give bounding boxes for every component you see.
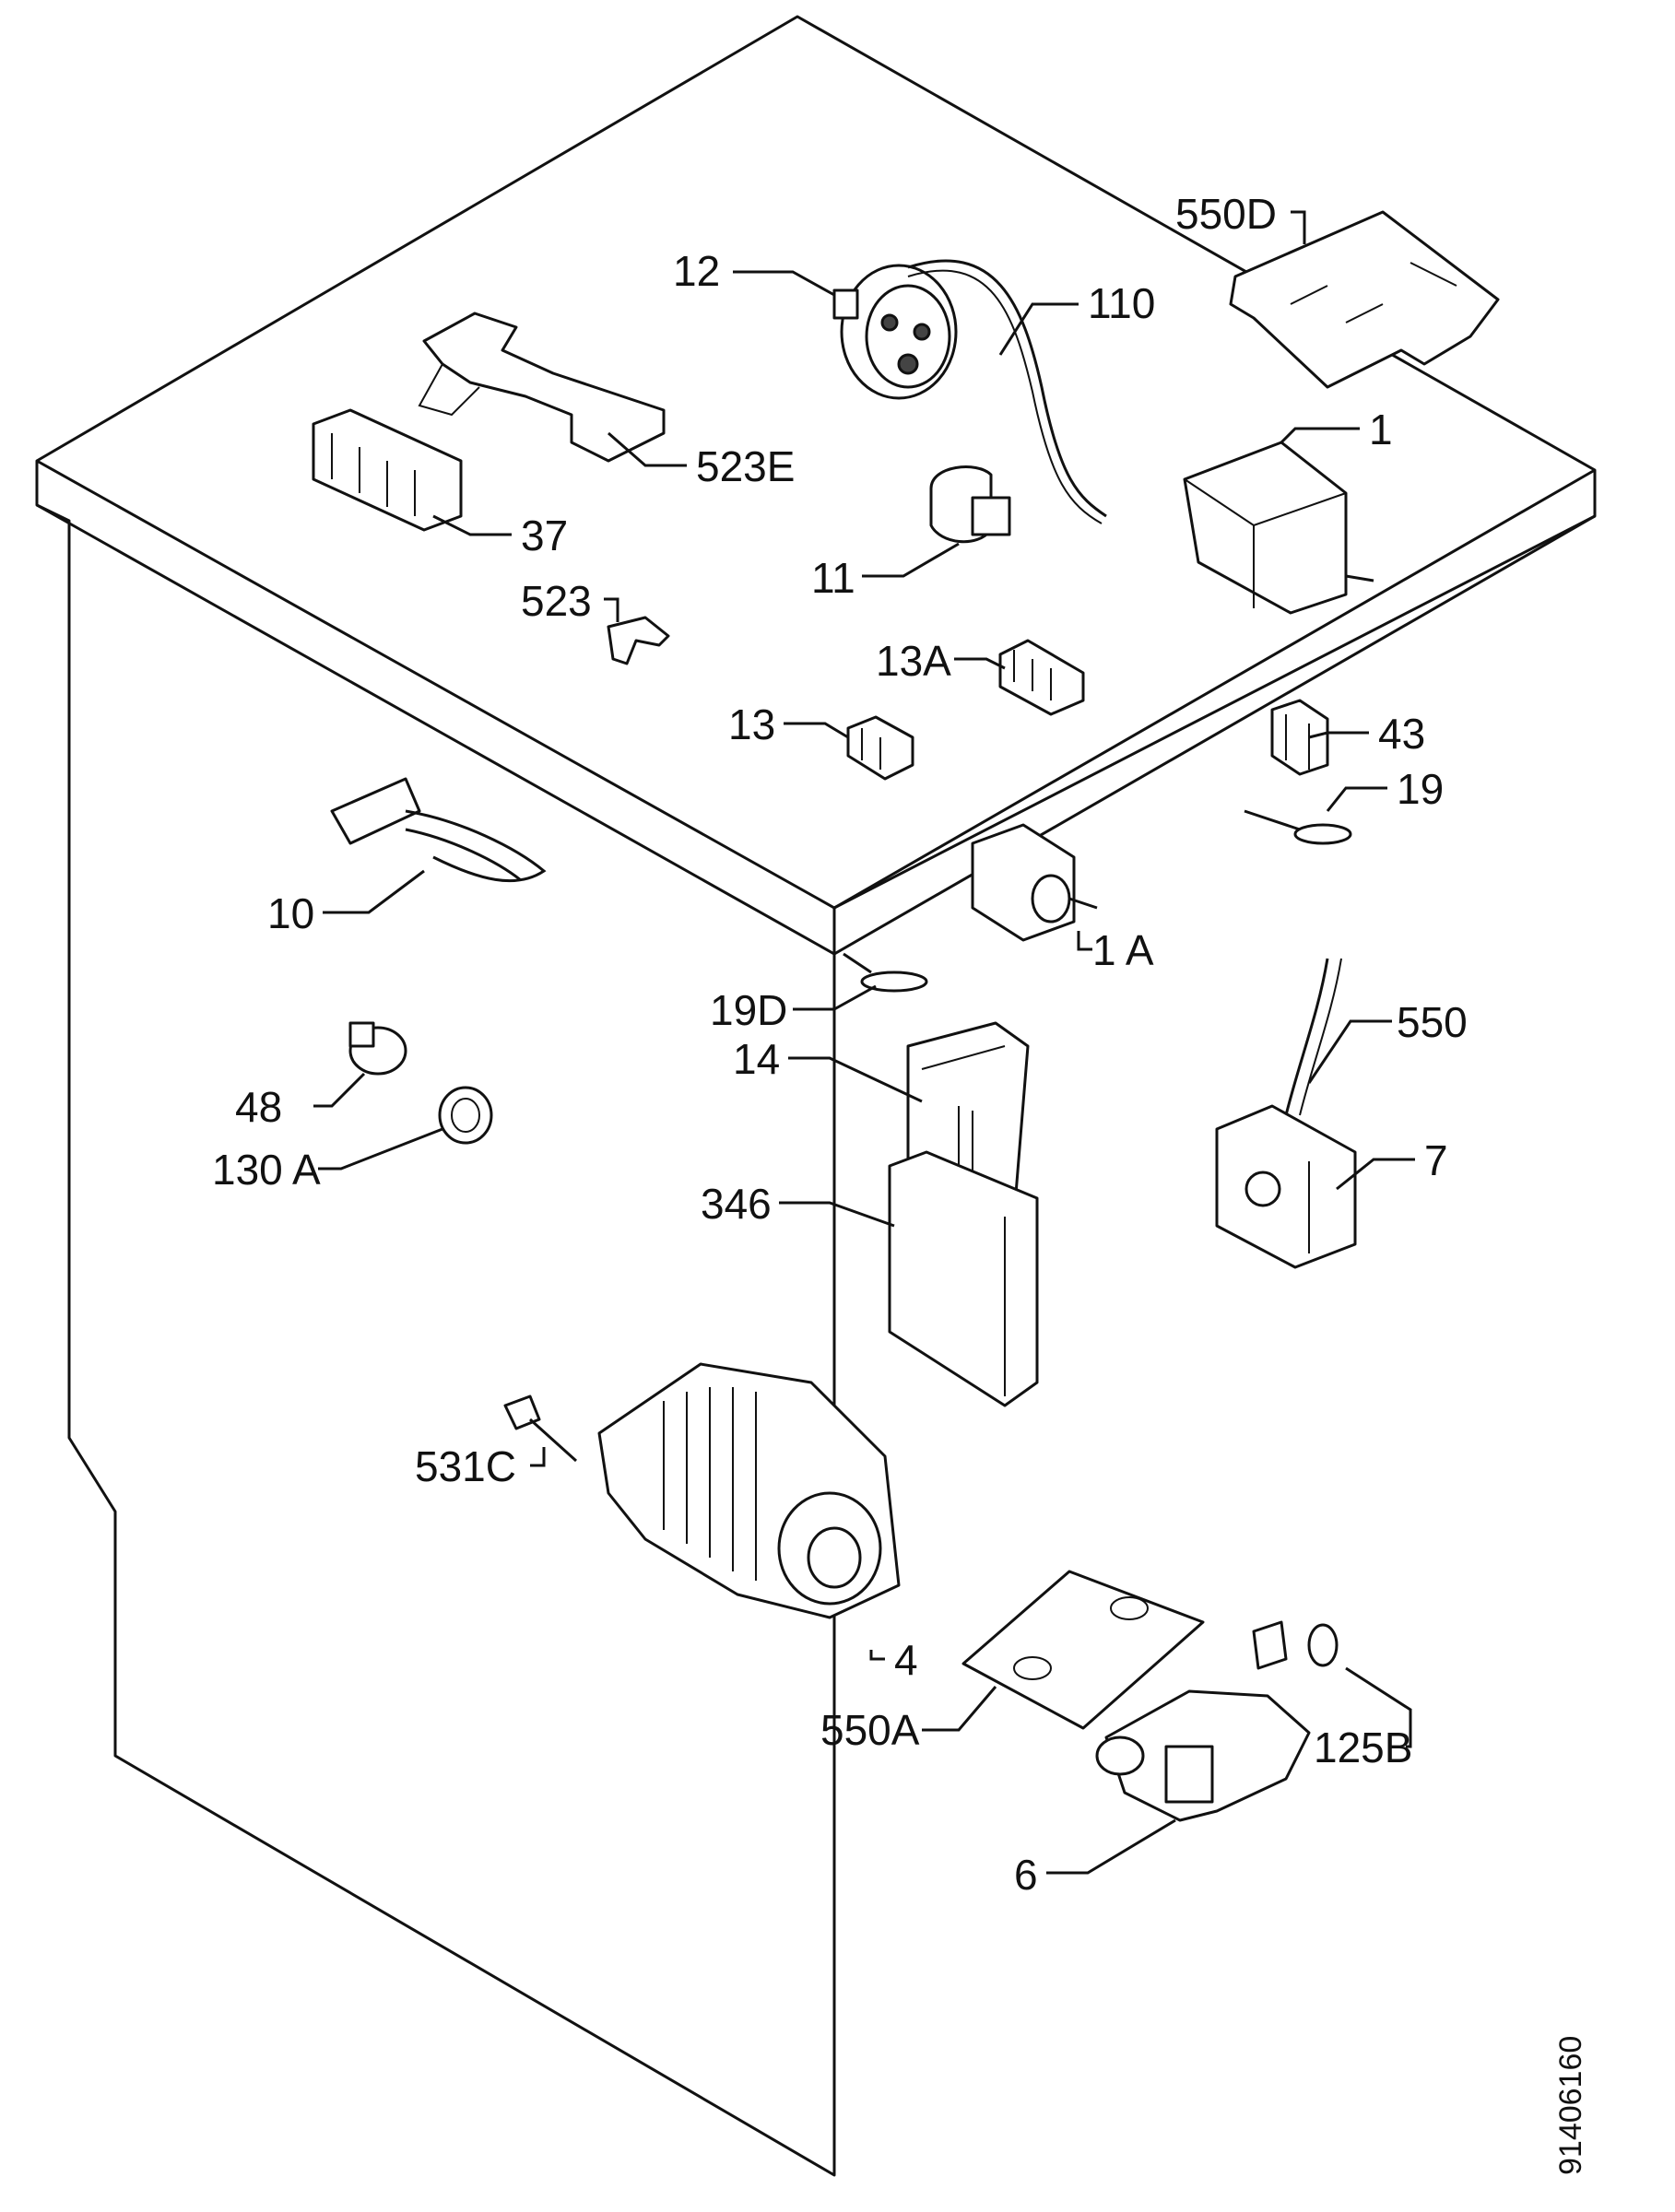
label-12: 12 bbox=[673, 247, 720, 295]
label-550A: 550A bbox=[820, 1706, 920, 1754]
label-523E: 523E bbox=[696, 442, 795, 490]
label-7: 7 bbox=[1424, 1136, 1448, 1184]
label-346: 346 bbox=[701, 1180, 772, 1228]
plate-550D bbox=[1229, 210, 1500, 389]
label-531C: 531C bbox=[415, 1442, 516, 1490]
wiring-550 bbox=[1284, 958, 1342, 1116]
sensor-19D bbox=[843, 952, 928, 993]
leader-lines bbox=[313, 210, 1415, 1875]
bolt-531C bbox=[503, 1394, 578, 1463]
block-550A bbox=[961, 1570, 1205, 1730]
label-48: 48 bbox=[235, 1083, 282, 1131]
label-19: 19 bbox=[1397, 765, 1444, 813]
label-1A: 1 A bbox=[1092, 926, 1154, 974]
heater-10 bbox=[330, 777, 547, 883]
bracket-523E bbox=[418, 312, 666, 463]
document-number: 91406160 bbox=[1553, 2036, 1588, 2175]
label-110: 110 bbox=[1088, 279, 1155, 327]
terminal-block-37 bbox=[312, 408, 463, 532]
label-6: 6 bbox=[1014, 1851, 1038, 1899]
connector-13 bbox=[846, 715, 914, 781]
label-4: 4 bbox=[894, 1636, 918, 1684]
label-19D: 19D bbox=[710, 986, 787, 1034]
part-48 bbox=[348, 1021, 407, 1076]
capacitor-11 bbox=[929, 465, 1011, 544]
housing-346 bbox=[888, 1150, 1039, 1407]
seal-125B bbox=[1307, 1623, 1339, 1667]
label-130A: 130 A bbox=[212, 1146, 321, 1194]
label-14: 14 bbox=[733, 1035, 780, 1083]
pressure-switch-12 bbox=[832, 264, 958, 400]
motor-4 bbox=[597, 1362, 901, 1619]
label-125B: 125B bbox=[1314, 1724, 1412, 1771]
label-550: 550 bbox=[1397, 998, 1468, 1046]
connector-13A bbox=[998, 639, 1085, 716]
label-550D: 550D bbox=[1175, 190, 1277, 238]
label-1: 1 bbox=[1369, 406, 1393, 453]
selector-1A bbox=[971, 823, 1098, 942]
door-lock-7 bbox=[1215, 1104, 1357, 1269]
switch-43 bbox=[1270, 699, 1329, 776]
label-523: 523 bbox=[521, 577, 592, 625]
clip-523 bbox=[607, 616, 670, 665]
label-43: 43 bbox=[1378, 710, 1425, 758]
label-10: 10 bbox=[267, 889, 314, 937]
hose-110 bbox=[907, 259, 1107, 524]
label-13: 13 bbox=[728, 700, 775, 748]
drain-pump-6 bbox=[1095, 1620, 1311, 1822]
sensor-19 bbox=[1244, 809, 1352, 845]
label-13A: 13A bbox=[876, 637, 951, 685]
label-37: 37 bbox=[521, 512, 568, 559]
part-labels: 550D 12 110 1 523E 37 11 523 13A 13 43 1… bbox=[212, 190, 1468, 1899]
programmer-1 bbox=[1183, 441, 1374, 615]
label-11: 11 bbox=[811, 554, 855, 602]
part-130A bbox=[438, 1086, 493, 1145]
